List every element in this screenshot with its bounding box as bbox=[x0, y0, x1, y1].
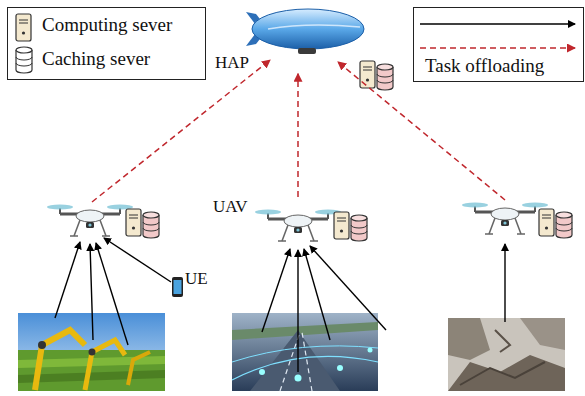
legend-text: Computing sever bbox=[42, 15, 172, 36]
uplink-arrows bbox=[55, 238, 505, 372]
hap-node: HAP bbox=[212, 4, 372, 74]
node-label: HAP bbox=[215, 54, 249, 73]
computing-server-icon bbox=[16, 14, 31, 41]
legend-solid-arrow bbox=[420, 23, 575, 25]
uav-node: UAV bbox=[212, 197, 347, 249]
legend-text: Task offloading bbox=[425, 56, 544, 77]
legend-text: Caching sever bbox=[42, 49, 150, 70]
uav-caching-server bbox=[351, 215, 367, 241]
uav-computing-server bbox=[334, 212, 349, 239]
uav-caching-server bbox=[556, 212, 572, 238]
hap-caching-server bbox=[377, 64, 393, 90]
uav-computing-server bbox=[126, 209, 141, 236]
uav-caching-server bbox=[143, 212, 159, 238]
uav-drone bbox=[462, 203, 548, 235]
highway-photo bbox=[232, 313, 378, 391]
disaster-photo bbox=[448, 318, 565, 391]
caching-server-icon bbox=[16, 47, 32, 73]
node-label: UAV bbox=[213, 198, 248, 217]
ue-label: UE bbox=[185, 270, 208, 289]
uav-computing-server bbox=[539, 209, 554, 236]
blimp bbox=[246, 9, 364, 54]
uav-drone bbox=[47, 205, 133, 237]
legend-dashed-arrow bbox=[420, 47, 575, 49]
farm-photo bbox=[18, 313, 165, 391]
legend-box bbox=[8, 8, 206, 80]
hap-computing-server bbox=[360, 61, 375, 88]
uav-drone bbox=[255, 210, 341, 242]
offloading-connector bbox=[297, 74, 299, 197]
phone-icon bbox=[172, 277, 183, 297]
offloading-arrows bbox=[92, 60, 505, 202]
legend-box bbox=[414, 8, 584, 82]
